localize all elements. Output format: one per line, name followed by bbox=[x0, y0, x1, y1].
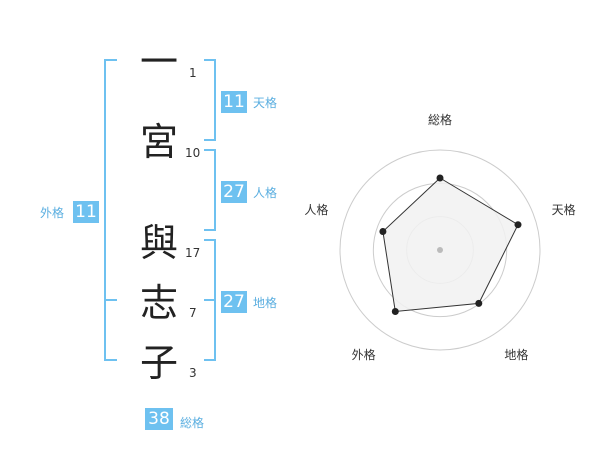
stroke-count-2: 10 bbox=[185, 146, 201, 160]
name-char-3: 與 bbox=[140, 221, 179, 265]
chi-value-box: 27 bbox=[221, 291, 247, 313]
stroke-count-4: 7 bbox=[189, 306, 197, 320]
bracket-jin bbox=[204, 149, 216, 231]
radar-point-外格 bbox=[391, 308, 399, 315]
sou-label: 総格 bbox=[180, 416, 205, 430]
radar-center-dot bbox=[437, 247, 443, 253]
name-char-5: 子 bbox=[140, 341, 179, 385]
jin-label: 人格 bbox=[253, 186, 278, 200]
radar-point-天格 bbox=[514, 221, 522, 229]
radar-axis-label: 天格 bbox=[552, 202, 576, 217]
radar-polygon bbox=[382, 177, 519, 313]
stroke-count-3: 17 bbox=[185, 246, 201, 260]
radar-point-総格 bbox=[436, 174, 444, 182]
chi-label: 地格 bbox=[253, 296, 278, 310]
radar-ring bbox=[339, 149, 541, 351]
bracket-ten bbox=[204, 59, 216, 141]
radar-axis-label: 人格 bbox=[304, 202, 328, 217]
jin-value-box: 27 bbox=[221, 181, 247, 203]
gai-label: 外格 bbox=[40, 206, 65, 220]
name-char-1: 一 bbox=[140, 40, 179, 84]
ten-value-box: 11 bbox=[221, 91, 247, 113]
ten-label: 天格 bbox=[253, 96, 278, 110]
sou-value-box: 38 bbox=[145, 408, 173, 430]
radar-axis-label: 総格 bbox=[428, 112, 452, 127]
bracket-gai bbox=[104, 59, 117, 361]
radar-point-人格 bbox=[379, 228, 387, 235]
name-char-2: 宮 bbox=[140, 120, 179, 164]
name-char-4: 志 bbox=[140, 281, 179, 325]
stroke-count-1: 1 bbox=[189, 66, 197, 80]
gai-value-box: 11 bbox=[73, 201, 99, 223]
radar-point-地格 bbox=[475, 299, 483, 307]
radar-axis-label: 外格 bbox=[352, 347, 376, 362]
stroke-count-5: 3 bbox=[189, 366, 197, 380]
radar-axis-label: 地格 bbox=[504, 347, 528, 362]
